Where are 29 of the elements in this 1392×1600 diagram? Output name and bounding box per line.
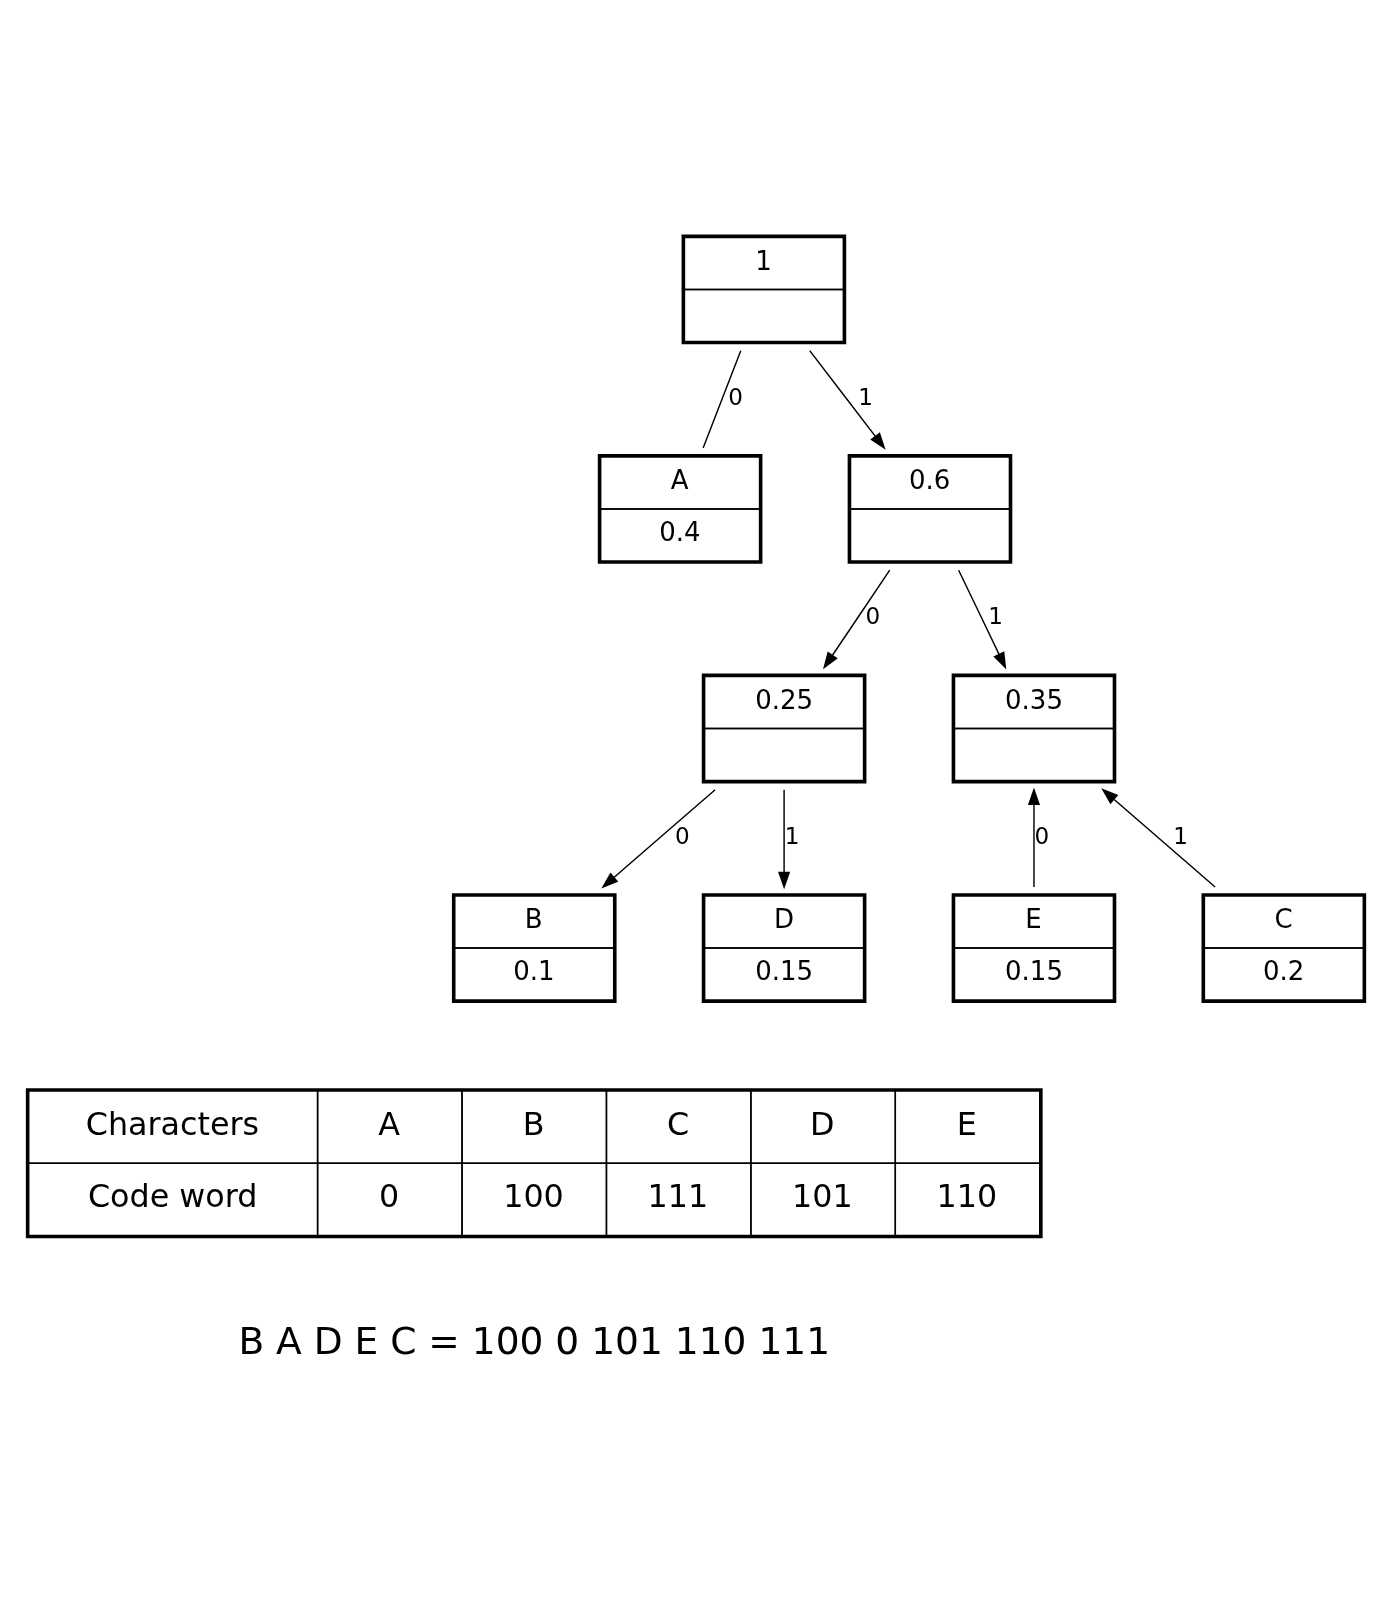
label: E xyxy=(956,1106,977,1143)
label: Code word xyxy=(87,1178,258,1215)
arrow xyxy=(823,569,891,670)
label: 110 xyxy=(936,1178,998,1215)
label: Characters xyxy=(85,1106,260,1143)
edge-label: 1 xyxy=(1173,822,1188,849)
label: 0 xyxy=(378,1178,400,1215)
arrow xyxy=(601,789,716,889)
label: B xyxy=(522,1106,545,1143)
label: 111 xyxy=(647,1178,709,1215)
edge-label: 1 xyxy=(858,383,874,410)
arrow xyxy=(809,349,886,450)
edge-label: 0 xyxy=(1034,822,1050,849)
arrow xyxy=(778,789,791,890)
edge-label: 0 xyxy=(674,822,690,849)
label: A xyxy=(378,1106,400,1143)
arrow xyxy=(1101,788,1216,888)
label: B A D E C = 100 0 101 110 111 xyxy=(238,1318,831,1363)
edge-label: 1 xyxy=(988,603,1004,630)
label: 100 xyxy=(503,1178,564,1215)
edge-label: 0 xyxy=(865,603,881,630)
connector xyxy=(702,349,742,449)
label: 101 xyxy=(792,1178,853,1215)
arrow xyxy=(1027,787,1041,888)
arrow xyxy=(957,569,1007,670)
label: D xyxy=(810,1106,835,1143)
label: C xyxy=(667,1106,690,1143)
edge-label: 0 xyxy=(728,383,744,410)
edge-label: 1 xyxy=(784,822,800,849)
